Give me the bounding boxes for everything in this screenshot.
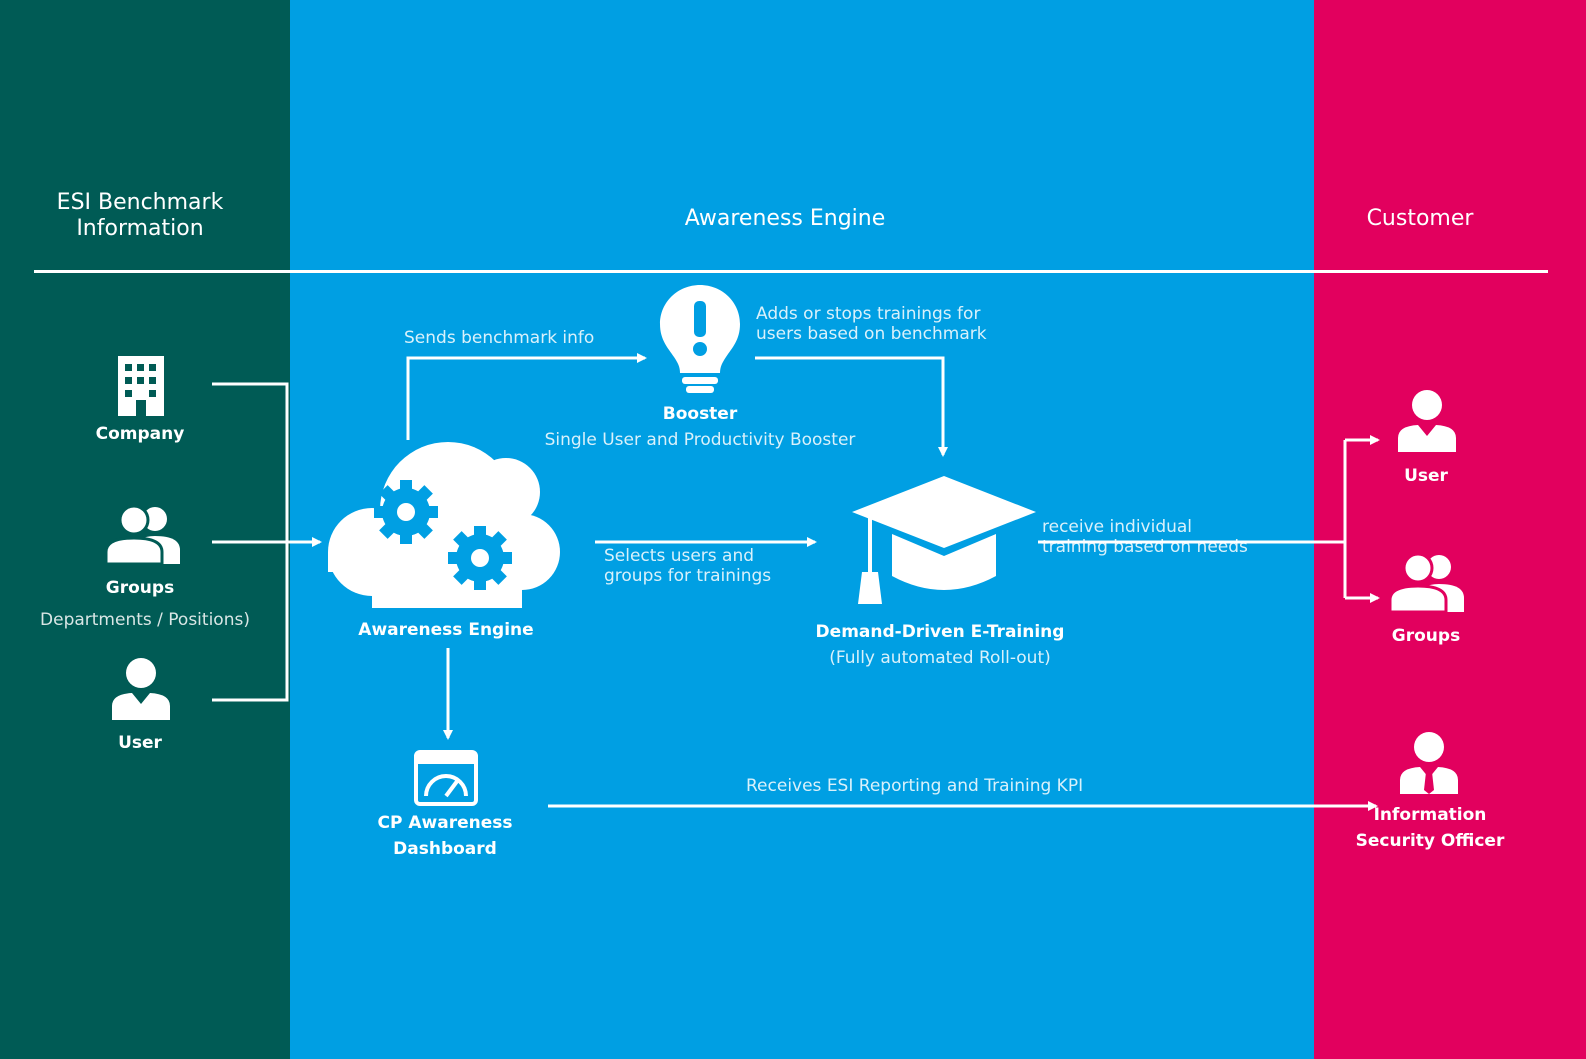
lightbulb-icon (660, 285, 740, 393)
graduation-cap-icon (852, 476, 1036, 604)
source-groups-label: Groups (105, 578, 175, 598)
middle-column-title: Awareness Engine (684, 206, 886, 231)
engine-to-booster-arrow (406, 353, 647, 440)
customer-groups-icon (1388, 552, 1464, 614)
customer-user-label: User (1404, 466, 1448, 486)
cloud-gears-icon (328, 442, 560, 608)
source-company-label: Company (95, 424, 185, 444)
source-user-label: User (118, 733, 162, 753)
customer-split-connector (1345, 440, 1376, 598)
training-subtitle: (Fully automated Roll-out) (829, 648, 1051, 668)
engine-label: Awareness Engine (358, 620, 534, 640)
user-icon (112, 658, 170, 720)
security-officer-icon (1400, 732, 1458, 794)
receives-reporting-label: Receives ESI Reporting and Training KPI (746, 776, 1084, 796)
groups-icon (104, 504, 180, 566)
booster-to-training-arrow (755, 356, 948, 457)
adds-stops-label: Adds or stops trainings for users based … (756, 304, 987, 345)
left-column-title: ESI Benchmark Information (56, 190, 224, 242)
booster-subtitle: Single User and Productivity Booster (544, 430, 856, 450)
customer-groups-label: Groups (1391, 626, 1461, 646)
customer-user-icon (1398, 390, 1456, 452)
customer-column (1314, 0, 1586, 1059)
header-divider (34, 270, 1548, 273)
training-title: Demand-Driven E-Training (815, 622, 1065, 642)
selects-users-label: Selects users and groups for trainings (604, 546, 772, 587)
dashboard-icon (414, 750, 478, 806)
source-groups-sublabel: Departments / Positions) (40, 610, 250, 630)
booster-title: Booster (662, 404, 738, 424)
right-column-title: Customer (1366, 206, 1474, 231)
dashboard-title: CP Awareness Dashboard (377, 813, 513, 860)
security-officer-label: Information Security Officer (1355, 805, 1505, 852)
sends-benchmark-label: Sends benchmark info (404, 328, 595, 348)
building-icon (118, 356, 164, 416)
receive-training-label: receive individual training based on nee… (1042, 517, 1248, 558)
